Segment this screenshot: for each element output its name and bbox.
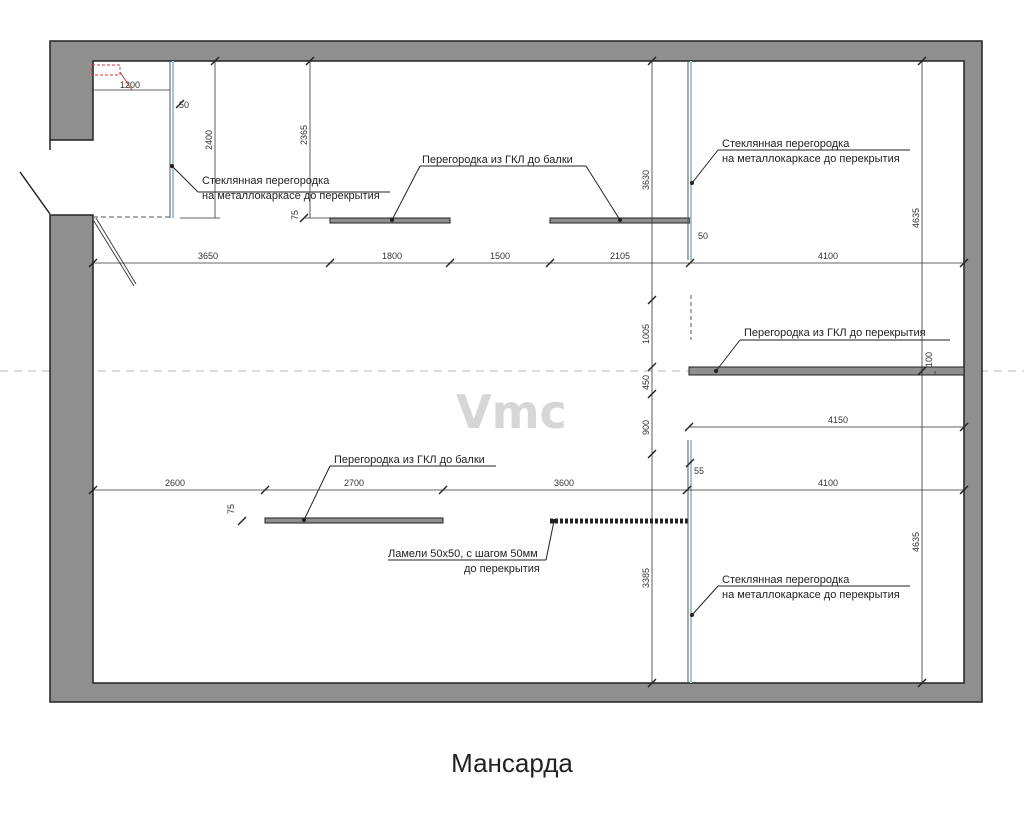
dim-2600: 2600 [165,478,185,488]
note-glass-right-top-line2: на металлокаркасе до перекрытия [722,153,900,165]
note-gkl-beam-bottom: Перегородка из ГКЛ до балки [334,454,485,466]
dim-3385: 3385 [641,568,651,588]
dim-55: 55 [694,466,704,476]
dim-50-left: 50 [179,100,189,110]
dim-4635-top: 4635 [911,208,921,228]
dimension-lines [93,61,964,683]
red-marker [91,64,133,91]
glass-partition-right-top [687,61,910,340]
dimension-ticks [88,56,969,688]
dim-2400: 2400 [204,130,214,150]
note-lamels-line2: до перекрытия [464,563,540,575]
gkl-partition-bottom [264,465,496,524]
dim-3600: 3600 [554,478,574,488]
dim-3630: 3630 [641,170,651,190]
dim-1005: 1005 [641,324,651,344]
dim-1800: 1800 [382,251,402,261]
note-glass-right-bottom-line2: на металлокаркасе до перекрытия [722,589,900,601]
dim-2365: 2365 [299,125,309,145]
dim-450: 450 [641,375,651,390]
dim-1200: 1200 [120,80,140,90]
dim-75-top: 75 [290,210,300,220]
outer-walls [49,40,983,703]
dim-4150: 4150 [828,415,848,425]
note-gkl-ceiling: Перегородка из ГКЛ до перекрытия [744,327,926,339]
dim-50-right: 50 [698,231,708,241]
dim-4635-bottom: 4635 [911,532,921,552]
lamels [388,518,690,561]
gkl-partition-ceiling [688,339,965,376]
note-glass-left-line1: Стеклянная перегородка [202,175,330,187]
note-glass-right-top-line1: Стеклянная перегородка [722,138,850,150]
dim-100: 100 [924,352,934,367]
dim-1500: 1500 [490,251,510,261]
glass-partition-left [169,61,390,218]
note-lamels-line1: Ламели 50х50, с шагом 50мм [388,548,538,560]
note-glass-left-line2: на металлокаркасе до перекрытия [202,190,380,202]
dim-900: 900 [641,420,651,435]
door-opening [19,140,172,287]
dim-2105: 2105 [610,251,630,261]
gkl-partition-top [329,165,691,224]
drawing-title: Мансарда [451,748,573,778]
dim-4100-top: 4100 [818,251,838,261]
note-glass-right-bottom-line1: Стеклянная перегородка [722,574,850,586]
dim-4100-bottom: 4100 [818,478,838,488]
dim-75-bottom: 75 [226,504,236,514]
note-gkl-beam-top: Перегородка из ГКЛ до балки [422,154,573,166]
watermark: Vmc [456,385,567,439]
dim-2700: 2700 [344,478,364,488]
dim-3650: 3650 [198,251,218,261]
glass-partition-right-bottom [687,440,910,683]
